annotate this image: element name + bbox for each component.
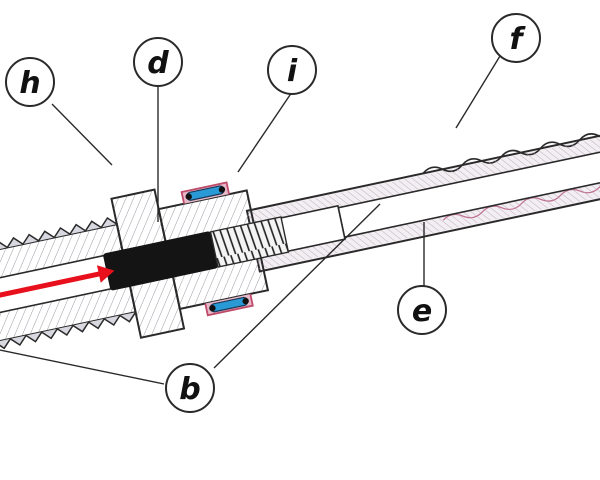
svg-text:h: h <box>19 66 40 101</box>
callout-h: h <box>5 57 55 107</box>
callout-d: d <box>133 37 183 87</box>
leader-b2 <box>213 203 381 369</box>
heating-element <box>103 231 218 291</box>
seal-ring-icon <box>185 185 226 201</box>
leader-i <box>237 91 293 173</box>
svg-text:b: b <box>179 372 200 407</box>
leader-f <box>455 55 501 129</box>
svg-text:i: i <box>287 54 298 89</box>
red-wire-icon <box>0 265 115 304</box>
svg-text:d: d <box>147 46 169 81</box>
callout-e: e <box>397 285 447 335</box>
svg-text:f: f <box>509 22 526 57</box>
thread-teeth-top <box>0 216 118 258</box>
svg-text:e: e <box>412 294 432 329</box>
callout-b: b <box>165 363 215 413</box>
sheath-hatching <box>247 131 600 227</box>
leader-b1 <box>0 349 165 385</box>
seal-ring-lower <box>209 296 249 313</box>
callout-i: i <box>267 45 317 95</box>
spring-icon <box>209 216 290 268</box>
callout-f: f <box>491 13 541 63</box>
thread-teeth-bottom <box>0 311 137 353</box>
leader-lines <box>0 55 501 385</box>
leader-h <box>51 103 113 166</box>
glow-plug-body <box>0 128 600 353</box>
